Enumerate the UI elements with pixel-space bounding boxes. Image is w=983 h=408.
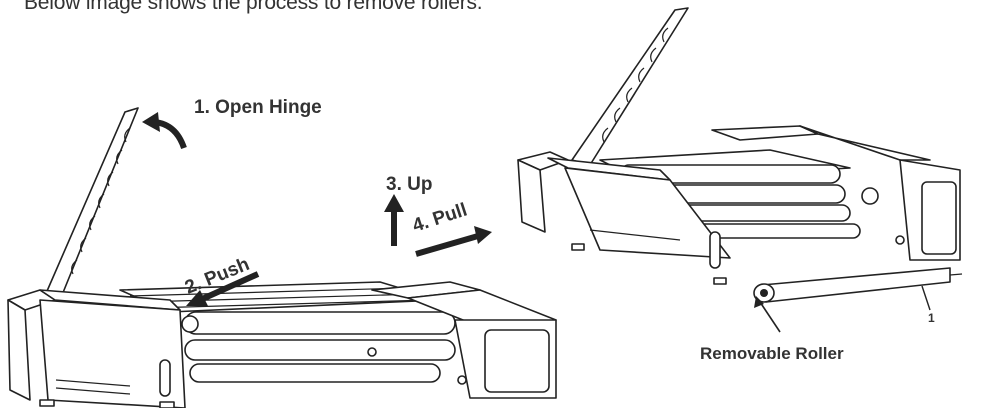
left-right-endcap: [371, 281, 557, 399]
left-roller-assembly: [7, 107, 557, 408]
removable-roller: [753, 267, 963, 303]
part-number-label: 1: [928, 311, 935, 325]
right-right-endcap: [711, 125, 961, 261]
removable-roller-label: Removable Roller: [700, 344, 844, 363]
removable-roller-pointer: [754, 296, 781, 333]
step3-label: 3. Up: [386, 174, 432, 195]
step4-pull-arrow: [415, 226, 492, 257]
step2-push-arrow: [186, 271, 260, 306]
part-number-leader: [921, 285, 931, 311]
step4-label: 4. Pull: [410, 199, 470, 236]
step1-curved-arrow: [142, 112, 187, 150]
right-hinge-bar: [571, 7, 689, 166]
step1-label: 1. Open Hinge: [194, 97, 322, 118]
intro-text: Below image shows the process to remove …: [24, 0, 483, 14]
step3-up-arrow: [384, 194, 404, 246]
left-rollers: [119, 281, 456, 383]
left-hinge-bar: [43, 107, 139, 301]
left-front-endcap: [7, 289, 186, 408]
right-roller-assembly: [517, 7, 963, 303]
right-front-endcap: [517, 151, 731, 285]
